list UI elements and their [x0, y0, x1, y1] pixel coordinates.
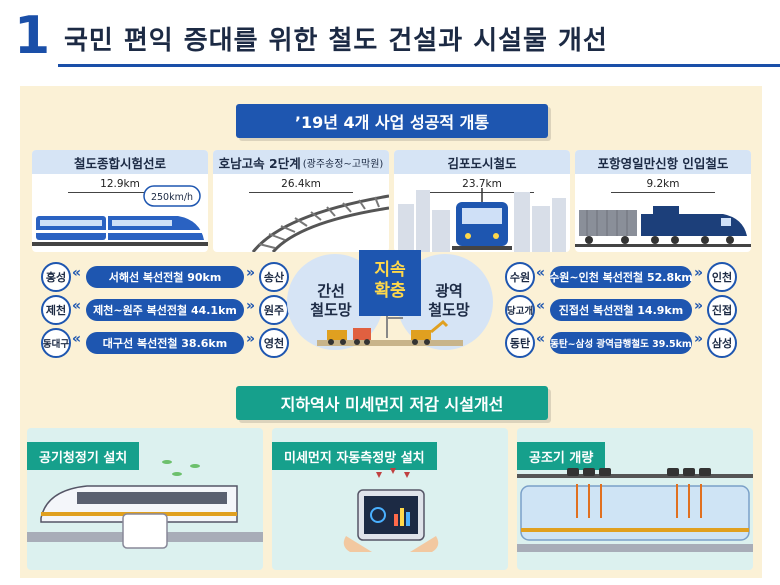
- station-end: 진접: [707, 295, 737, 325]
- chevron-left-icon: «: [536, 331, 546, 347]
- chevron-right-icon: »: [246, 331, 256, 347]
- facility-card-air-purifier: 공기청정기 설치: [27, 428, 263, 570]
- route-line: 제천~원주 복선전철 44.1km: [86, 299, 244, 321]
- dust-monitor-tablet-icon: [343, 468, 439, 552]
- card-title: 호남고속 2단계(광주송정~고막원): [213, 150, 389, 174]
- facility-label: 미세먼지 자동측정망 설치: [272, 442, 437, 470]
- station-start: 홍성: [41, 262, 71, 292]
- page-title: 국민 편익 증대를 위한 철도 건설과 시설물 개선: [64, 26, 608, 56]
- card-title: 철도종합시험선로: [32, 150, 208, 174]
- chevron-left-icon: «: [72, 298, 82, 314]
- station-end: 영천: [259, 328, 289, 358]
- station-start: 수원: [505, 262, 535, 292]
- card-title: 김포도시철도: [394, 150, 570, 174]
- project-card-pohang: 포항영일만신항 인입철도 9.2km: [575, 150, 751, 252]
- section1-ribbon: ’19년 4개 사업 성공적 개통: [236, 104, 548, 138]
- project-card-honam: 호남고속 2단계(광주송정~고막원) 26.4km: [213, 150, 389, 252]
- route-line: 동탄~삼성 광역급행철도 39.5km: [550, 332, 692, 354]
- project-card-gimpo: 김포도시철도 23.7km: [394, 150, 570, 252]
- speed-badge: 250km/h: [151, 192, 193, 203]
- city-metro-icon: [398, 188, 566, 252]
- station-start: 당고개: [505, 295, 535, 325]
- station-start: 동대구: [41, 328, 71, 358]
- facility-card-dust-monitor: 미세먼지 자동측정망 설치: [272, 428, 508, 570]
- chevron-left-icon: «: [536, 298, 546, 314]
- hvac-station-icon: [517, 468, 753, 552]
- construction-icon: [317, 316, 463, 346]
- header-divider: [58, 64, 780, 67]
- page-header: 1 국민 편익 증대를 위한 철도 건설과 시설물 개선: [0, 0, 780, 70]
- section2-title: 지하역사 미세먼지 저감 시설개선: [280, 395, 504, 414]
- section2-ribbon: 지하역사 미세먼지 저감 시설개선: [236, 386, 548, 420]
- route-line: 진접선 복선전철 14.9km: [550, 299, 692, 321]
- route-line: 대구선 복선전철 38.6km: [86, 332, 244, 354]
- station-end: 삼성: [707, 328, 737, 358]
- chevron-right-icon: »: [246, 298, 256, 314]
- chevron-left-icon: «: [536, 265, 546, 281]
- card-length: 26.4km: [213, 178, 389, 193]
- project-card-test-track: 철도종합시험선로 12.9km 250km/h: [32, 150, 208, 252]
- station-end: 인천: [707, 262, 737, 292]
- section1-title: ’19년 4개 사업 성공적 개통: [294, 113, 490, 132]
- card-title: 포항영일만신항 인입철도: [575, 150, 751, 174]
- freight-train-icon: [575, 206, 751, 247]
- chevron-left-icon: «: [72, 331, 82, 347]
- card-length: 9.2km: [575, 178, 751, 193]
- facility-card-hvac: 공조기 개량: [517, 428, 753, 570]
- station-end: 원주: [259, 295, 289, 325]
- railway-track-icon: [251, 194, 389, 252]
- route-line: 서해선 복선전철 90km: [86, 266, 244, 288]
- air-purifier-train-icon: [27, 460, 263, 549]
- card-length: 12.9km: [32, 178, 208, 193]
- facility-label: 공기청정기 설치: [27, 442, 140, 470]
- chevron-right-icon: »: [694, 331, 704, 347]
- chevron-left-icon: «: [72, 265, 82, 281]
- section-number: 1: [14, 6, 51, 66]
- route-line: 수원~인천 복선전철 52.8km: [549, 266, 693, 288]
- station-end: 송산: [259, 262, 289, 292]
- chevron-right-icon: »: [694, 298, 704, 314]
- station-start: 동탄: [505, 328, 535, 358]
- chevron-right-icon: »: [246, 265, 256, 281]
- ktx-train-icon: 250km/h: [32, 185, 208, 246]
- station-start: 제천: [41, 295, 71, 325]
- facility-label: 공조기 개량: [517, 442, 606, 470]
- chevron-right-icon: »: [694, 265, 704, 281]
